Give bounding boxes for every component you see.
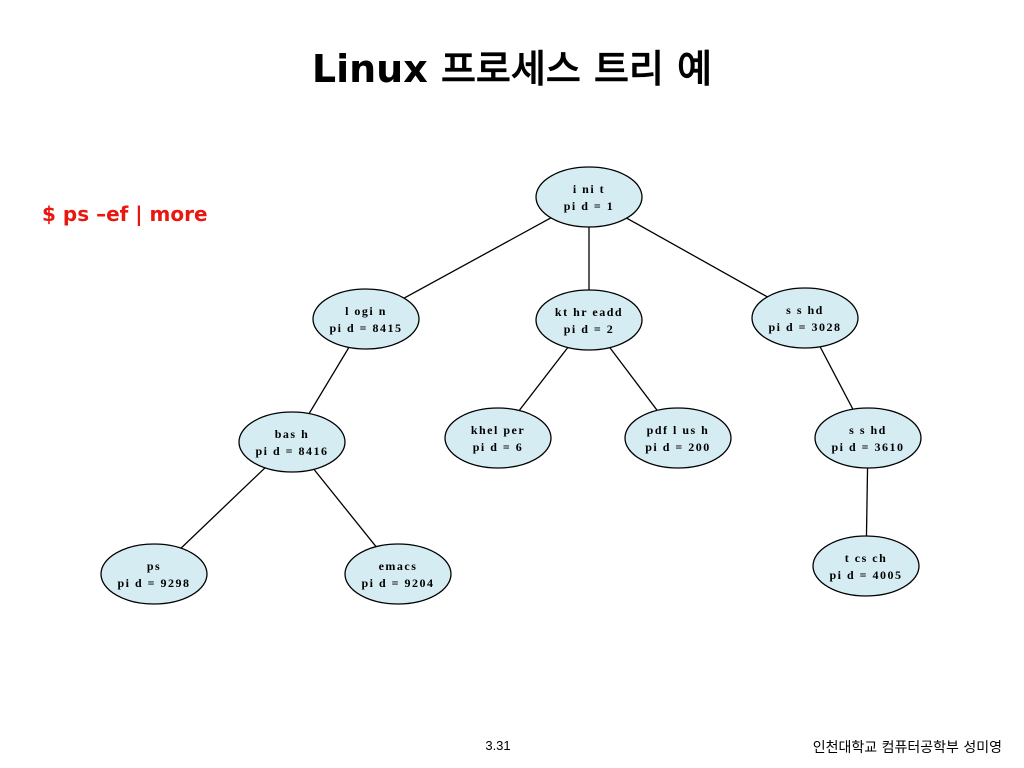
process-pid-label: pi d = 9298 [117, 576, 190, 590]
process-pid-label: pi d = 8415 [329, 321, 402, 335]
node-ellipse [444, 407, 552, 469]
process-name-label: bas h [275, 427, 310, 441]
process-node-login: l ogi n pi d = 8415 [312, 288, 420, 350]
process-node-emacs: emacs pi d = 9204 [344, 543, 452, 605]
process-node-sshd2: s s hd pi d = 3610 [814, 407, 922, 469]
process-pid-label: pi d = 1 [564, 199, 615, 213]
process-name-label: s s hd [849, 423, 887, 437]
process-node-pdflush: pdf l us h pi d = 200 [624, 407, 732, 469]
node-ellipse [100, 543, 208, 605]
node-ellipse [238, 411, 346, 473]
process-node-khelper: khel per pi d = 6 [444, 407, 552, 469]
slide-title: Linux 프로세스 트리 예 [311, 47, 713, 91]
process-pid-label: pi d = 3028 [768, 320, 841, 334]
footer-author: 인천대학교 컴퓨터공학부 성미영 [812, 740, 1002, 756]
process-pid-label: pi d = 200 [645, 440, 711, 454]
process-node-bash: bas h pi d = 8416 [238, 411, 346, 473]
process-node-kthreadd: kt hr eadd pi d = 2 [535, 289, 643, 351]
tree-edges [153, 196, 869, 575]
process-node-init: i ni t pi d = 1 [535, 166, 643, 228]
node-ellipse [624, 407, 732, 469]
process-name-label: ps [147, 559, 161, 573]
process-name-label: i ni t [573, 182, 605, 196]
process-node-sshd1: s s hd pi d = 3028 [751, 287, 859, 349]
node-ellipse [344, 543, 452, 605]
process-pid-label: pi d = 8416 [255, 444, 328, 458]
process-node-ps: ps pi d = 9298 [100, 543, 208, 605]
process-name-label: s s hd [786, 303, 824, 317]
process-node-tcsch: t cs ch pi d = 4005 [812, 535, 920, 597]
command-text: $ ps –ef | more [42, 202, 208, 226]
process-name-label: kt hr eadd [555, 305, 623, 319]
node-ellipse [535, 289, 643, 351]
node-ellipse [751, 287, 859, 349]
process-pid-label: pi d = 9204 [361, 576, 434, 590]
process-pid-label: pi d = 6 [473, 440, 524, 454]
process-name-label: l ogi n [345, 304, 387, 318]
process-name-label: emacs [379, 559, 418, 573]
process-name-label: khel per [471, 423, 525, 437]
process-pid-label: pi d = 3610 [831, 440, 904, 454]
node-ellipse [814, 407, 922, 469]
tree-nodes: i ni t pi d = 1 l ogi n pi d = 8415 kt hr ea… [100, 166, 922, 605]
node-ellipse [812, 535, 920, 597]
node-ellipse [312, 288, 420, 350]
process-name-label: t cs ch [845, 551, 888, 565]
process-pid-label: pi d = 2 [564, 322, 615, 336]
process-pid-label: pi d = 4005 [829, 568, 902, 582]
page-number: 3.31 [485, 738, 511, 753]
node-ellipse [535, 166, 643, 228]
process-name-label: pdf l us h [647, 423, 710, 437]
